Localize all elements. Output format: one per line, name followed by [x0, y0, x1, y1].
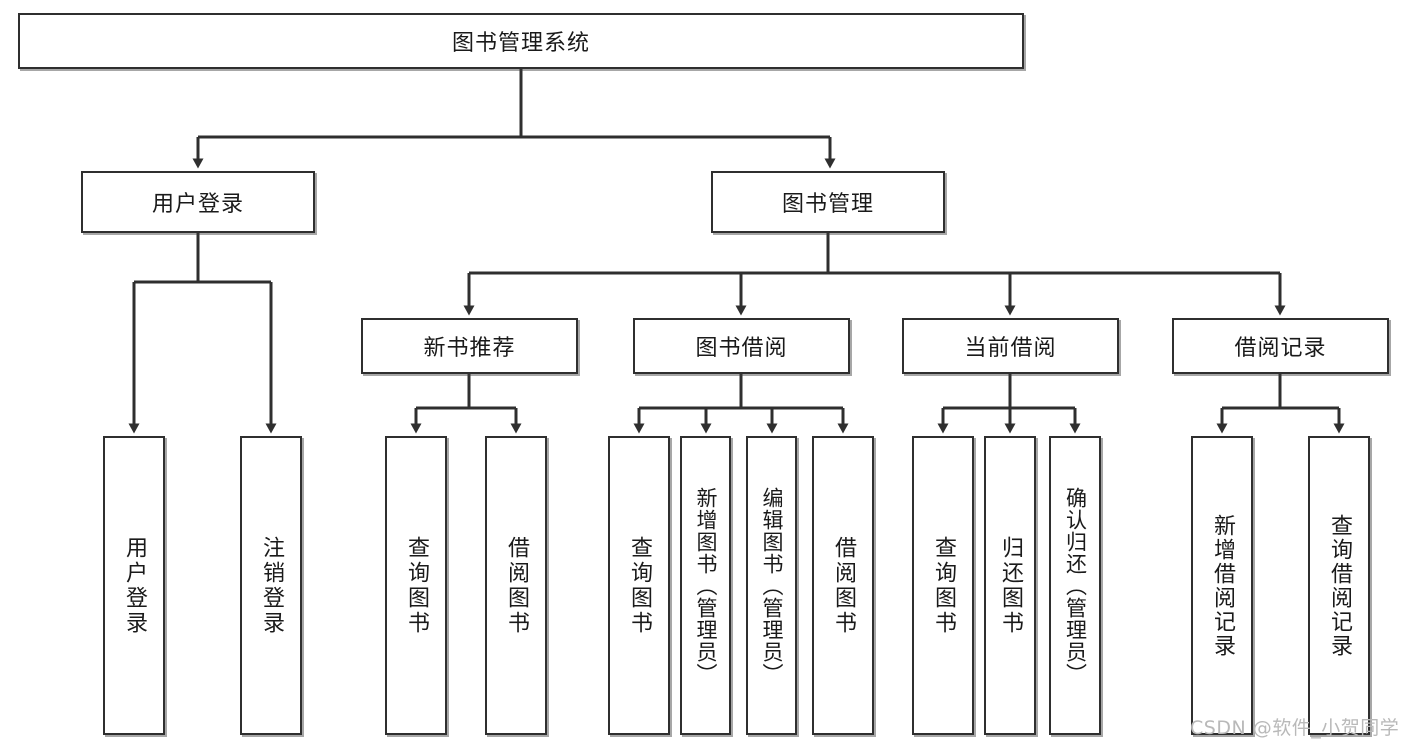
- node-borrow-record-label: 借阅记录: [1234, 336, 1327, 361]
- node-leaf-edit-book-admin-label: 编辑图书（管理员）: [760, 486, 784, 685]
- node-leaf-return-book-label: 归还图书: [998, 535, 1023, 636]
- node-new-book-rec[interactable]: 新书推荐: [361, 318, 578, 374]
- node-book-manage-label: 图书管理: [781, 192, 874, 217]
- node-leaf-query-borrow-record-label: 查询借阅记录: [1327, 513, 1352, 658]
- node-leaf-borrow-query-book-label: 查询图书: [627, 535, 652, 636]
- node-root-label: 图书管理系统: [451, 31, 590, 56]
- node-leaf-user-logout[interactable]: 注销登录: [240, 436, 302, 735]
- node-leaf-borrow-book-label: 借阅图书: [831, 535, 856, 636]
- node-leaf-confirm-return-admin[interactable]: 确认归还（管理员）: [1049, 436, 1101, 735]
- node-leaf-rec-borrow-book[interactable]: 借阅图书: [485, 436, 547, 735]
- node-leaf-confirm-return-admin-label: 确认归还（管理员）: [1063, 486, 1088, 685]
- node-user-login[interactable]: 用户登录: [81, 171, 315, 233]
- node-leaf-user-login[interactable]: 用户登录: [103, 436, 165, 735]
- node-book-borrow-label: 图书借阅: [695, 336, 788, 361]
- node-leaf-borrow-book[interactable]: 借阅图书: [812, 436, 874, 735]
- node-leaf-rec-query-book-label: 查询图书: [404, 535, 429, 636]
- node-leaf-return-book[interactable]: 归还图书: [984, 436, 1036, 735]
- node-leaf-add-borrow-record[interactable]: 新增借阅记录: [1191, 436, 1253, 735]
- node-book-manage[interactable]: 图书管理: [711, 171, 945, 233]
- node-root[interactable]: 图书管理系统: [18, 13, 1024, 69]
- node-current-borrow-label: 当前借阅: [964, 336, 1057, 361]
- node-user-login-label: 用户登录: [151, 192, 244, 217]
- node-leaf-rec-query-book[interactable]: 查询图书: [385, 436, 447, 735]
- node-leaf-add-borrow-record-label: 新增借阅记录: [1210, 513, 1235, 658]
- node-leaf-user-logout-label: 注销登录: [259, 535, 284, 636]
- node-leaf-cur-query-book-label: 查询图书: [931, 535, 956, 636]
- node-leaf-rec-borrow-book-label: 借阅图书: [504, 535, 529, 636]
- node-leaf-add-book-admin-label: 新增图书（管理员）: [694, 486, 718, 685]
- node-leaf-cur-query-book[interactable]: 查询图书: [912, 436, 974, 735]
- node-leaf-add-book-admin[interactable]: 新增图书（管理员）: [680, 436, 731, 735]
- node-current-borrow[interactable]: 当前借阅: [902, 318, 1119, 374]
- node-borrow-record[interactable]: 借阅记录: [1172, 318, 1389, 374]
- node-leaf-edit-book-admin[interactable]: 编辑图书（管理员）: [746, 436, 797, 735]
- node-leaf-query-borrow-record[interactable]: 查询借阅记录: [1308, 436, 1370, 735]
- node-leaf-user-login-label: 用户登录: [122, 535, 147, 636]
- node-new-book-rec-label: 新书推荐: [423, 336, 516, 361]
- node-book-borrow[interactable]: 图书借阅: [633, 318, 850, 374]
- csdn-watermark: CSDN @软件_小贺同学: [1190, 717, 1400, 739]
- node-leaf-borrow-query-book[interactable]: 查询图书: [608, 436, 670, 735]
